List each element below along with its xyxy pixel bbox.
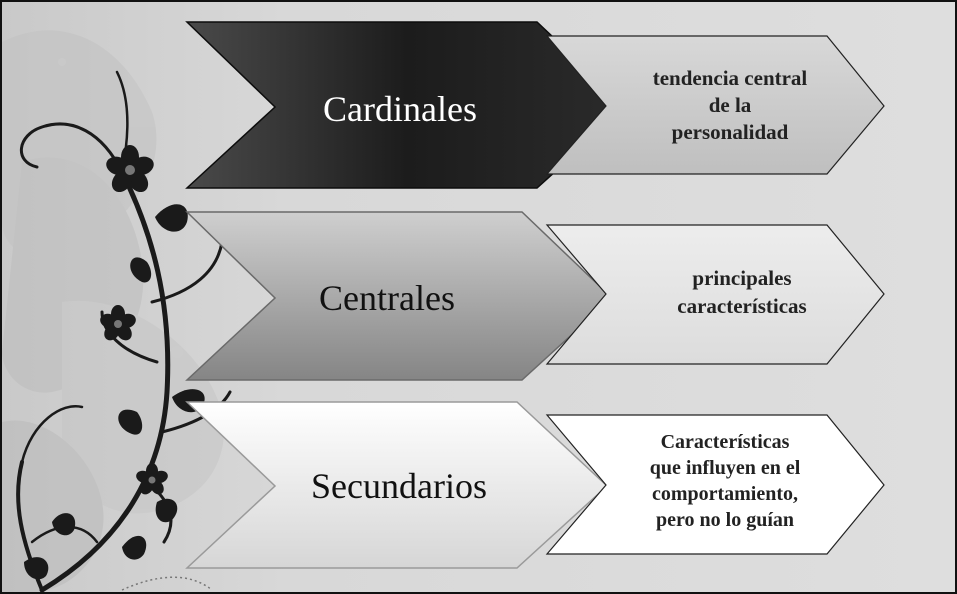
secundarios-description-line: comportamiento, [652,483,798,505]
secundarios-description-chevron [545,414,885,555]
secundarios-description-line: que influyen en el [650,457,801,479]
centrales-description-chevron [545,224,885,365]
centrales-chevron [185,211,614,381]
centrales-title: Centrales [319,278,455,318]
vine-leaves [24,204,205,580]
cardinales-description-chevron [545,35,885,175]
row-cardinales: Cardinales tendencia central de la perso… [185,21,885,189]
centrales-description-line: principales [692,266,791,290]
centrales-description-line: características [677,294,806,318]
row-centrales: Centrales principales características [185,211,885,381]
flower-icon [100,305,136,341]
flower-icon [106,145,154,193]
cardinales-description-line: de la [709,93,752,117]
cardinales-chevron [185,21,629,189]
secundarios-title: Secundarios [311,466,487,506]
secundarios-description-line: pero no lo guían [656,509,794,531]
secundarios-description-line: Características [661,431,790,453]
cardinales-title: Cardinales [323,89,477,129]
cardinales-description-line: personalidad [672,120,789,144]
row-secundarios: Secundarios Características que influyen… [185,401,885,569]
secundarios-chevron [185,401,609,569]
cardinales-description-line: tendencia central [653,66,808,90]
flower-icon [136,463,168,495]
